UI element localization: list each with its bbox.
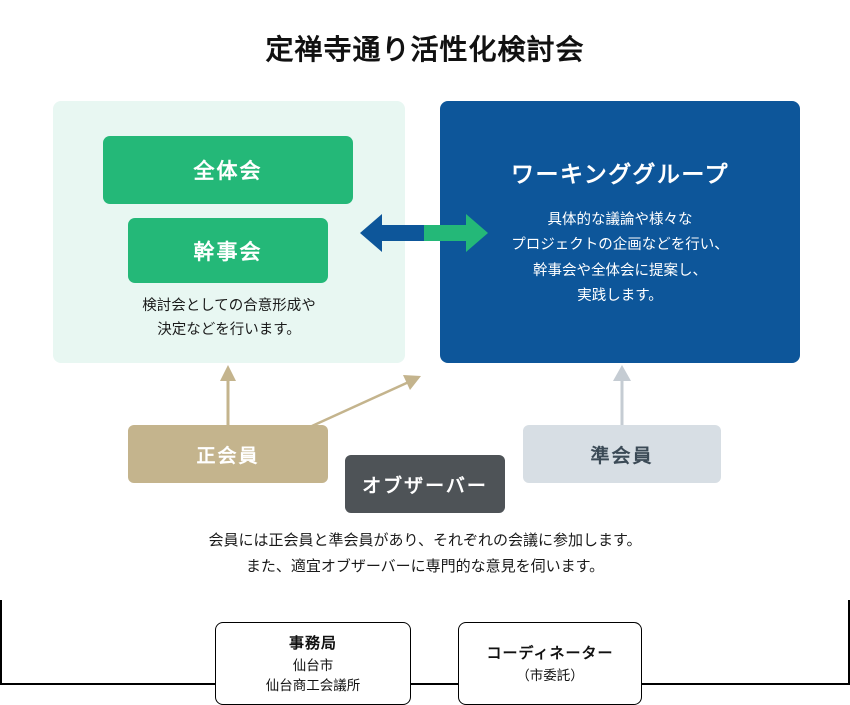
- box-secretariat[interactable]: 事務局 仙台市 仙台商工会議所: [215, 622, 411, 705]
- box-regular-member[interactable]: 正会員: [128, 425, 328, 483]
- working-group-description: 具体的な議論や様々な プロジェクトの企画などを行い、 幹事会や全体会に提案し、 …: [511, 212, 729, 305]
- coordinator-title: コーディネーター: [486, 644, 614, 662]
- box-observer[interactable]: オブザーバー: [345, 455, 505, 513]
- secretariat-subtitle: 仙台市 仙台商工会議所: [265, 657, 361, 693]
- member-connector-arrows: [220, 365, 631, 428]
- box-coordinator[interactable]: コーディネーター （市委託）: [458, 622, 642, 705]
- arrow-associate-to-working-group: [613, 365, 631, 426]
- box-zentaikai[interactable]: 全体会: [103, 136, 353, 204]
- arrow-regular-to-working-group: [311, 375, 421, 428]
- kentoukai-description: 検討会としての合意形成や 決定などを行います。: [142, 298, 316, 338]
- arrow-regular-to-plenary: [220, 365, 236, 426]
- working-group-title: ワーキンググループ: [511, 161, 729, 187]
- coordinator-subtitle: （市委託）: [516, 667, 584, 683]
- box-kanjikai[interactable]: 幹事会: [128, 218, 328, 283]
- page-title: 定禅寺通り活性化検討会: [265, 34, 585, 65]
- membership-note: 会員には正会員と準会員があり、それぞれの会議に参加します。 また、適宜オブザーバ…: [208, 532, 642, 576]
- bidirectional-arrow-icon: [360, 214, 488, 252]
- panel-working-group: [440, 101, 800, 363]
- secretariat-title: 事務局: [288, 634, 337, 652]
- box-associate-member[interactable]: 準会員: [523, 425, 721, 483]
